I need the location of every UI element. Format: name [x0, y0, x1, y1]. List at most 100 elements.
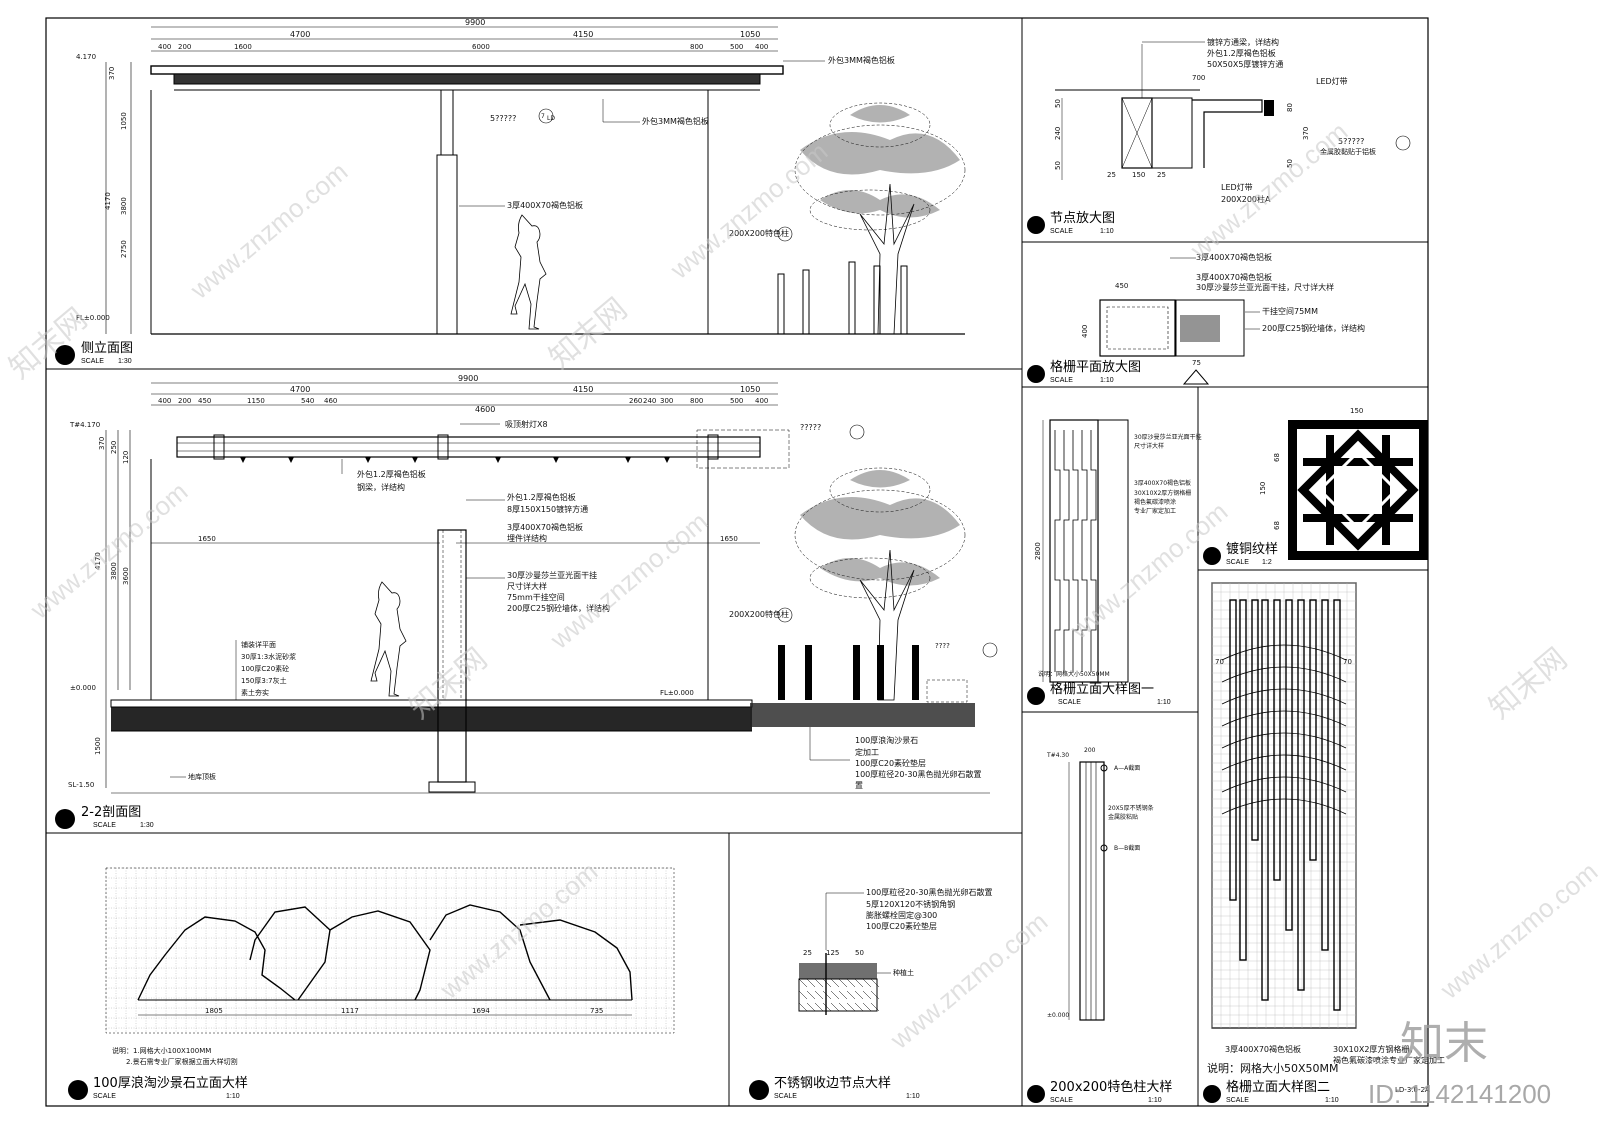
svg-text:1:10: 1:10	[906, 1093, 920, 1100]
svg-text:定加工: 定加工	[855, 747, 879, 757]
grille-elevation-2: 70 70 3厚400X70褐色铝板 30X10X2厚方钢格栅， 褐色氟碳漆喷涂…	[1203, 582, 1445, 1104]
svg-text:735: 735	[590, 1007, 603, 1015]
watermark-id: ID: 1142141200	[1368, 1079, 1551, 1109]
svg-text:200: 200	[178, 43, 191, 51]
title-column: 200x200特色柱大样	[1050, 1079, 1172, 1095]
svg-text:www.znzmo.com: www.znzmo.com	[434, 856, 603, 1005]
svg-text:1:10: 1:10	[1325, 1097, 1339, 1104]
node-detail: 50 240 50 80 370 50 700 25 150 25 镀锌方通梁，…	[1027, 37, 1411, 235]
svg-text:240: 240	[1054, 127, 1062, 140]
svg-text:800: 800	[690, 43, 703, 51]
svg-text:种植土: 种植土	[893, 968, 914, 977]
svg-text:1694: 1694	[472, 1007, 490, 1015]
svg-text:地库顶板: 地库顶板	[188, 772, 216, 781]
title-grille-elev-2: 格栅立面大样图二	[1226, 1079, 1330, 1095]
svg-text:1600: 1600	[234, 43, 252, 51]
svg-text:25: 25	[1107, 171, 1116, 179]
svg-text:说明：网格大小50X50MM: 说明：网格大小50X50MM	[1207, 1061, 1339, 1075]
svg-text:SCALE: SCALE	[1226, 1097, 1249, 1104]
svg-text:SCALE: SCALE	[81, 358, 104, 365]
svg-text:7: 7	[541, 113, 545, 120]
svg-text:30X10X2厚方钢格栅: 30X10X2厚方钢格栅	[1134, 489, 1191, 497]
svg-text:20X5厚不锈钢条: 20X5厚不锈钢条	[1108, 804, 1154, 812]
svg-text:50: 50	[1286, 159, 1294, 168]
svg-text:4600: 4600	[475, 405, 495, 414]
svg-text:3厚400X70褐色铝板: 3厚400X70褐色铝板	[507, 200, 583, 210]
title-side-elevation: 侧立面图	[81, 341, 133, 356]
svg-text:6000: 6000	[472, 43, 490, 51]
grille-elevation-1: 2800 30厚沙曼莎兰亚光面干挂 尺寸详大样 3厚400X70褐色铝板 30X…	[1027, 419, 1202, 706]
svg-text:240: 240	[643, 397, 656, 405]
svg-text:1:10: 1:10	[1148, 1097, 1162, 1104]
svg-text:说明：网格大小50X50MM: 说明：网格大小50X50MM	[1038, 670, 1110, 678]
svg-text:外包3MM褐色铝板: 外包3MM褐色铝板	[642, 116, 709, 126]
svg-text:200厚C25钢砼墙体，详结构: 200厚C25钢砼墙体，详结构	[507, 603, 610, 613]
watermark: www.znzmo.com www.znzmo.com www.znzmo.co…	[3, 116, 1600, 1109]
svg-text:3600: 3600	[122, 567, 130, 585]
svg-text:1:2: 1:2	[1262, 559, 1272, 566]
svg-text:说明：1.网格大小100X100MM: 说明：1.网格大小100X100MM	[112, 1046, 211, 1055]
svg-text:外包1.2厚褐色铝板: 外包1.2厚褐色铝板	[357, 469, 426, 479]
svg-text:30厚1:3水泥砂浆: 30厚1:3水泥砂浆	[241, 652, 296, 661]
svg-text:3厚400X70褐色铝板: 3厚400X70褐色铝板	[1196, 272, 1272, 282]
svg-text:250: 250	[110, 441, 118, 454]
svg-text:LD: LD	[547, 115, 555, 122]
svg-text:300: 300	[660, 397, 673, 405]
svg-text:1050: 1050	[120, 112, 128, 130]
svg-text:100厚C20素砼垫层: 100厚C20素砼垫层	[855, 758, 926, 768]
svg-text:500: 500	[730, 43, 743, 51]
svg-text:外包3MM褐色铝板: 外包3MM褐色铝板	[828, 55, 895, 65]
svg-text:1117: 1117	[341, 1007, 359, 1015]
svg-text:370: 370	[108, 67, 116, 80]
svg-text:50: 50	[855, 949, 864, 957]
title-section-2-2: 2-2剖面图	[81, 805, 141, 820]
svg-text:知末网: 知末网	[1483, 642, 1573, 725]
svg-text:www.znzmo.com: www.znzmo.com	[664, 136, 833, 285]
svg-text:5?????: 5?????	[490, 114, 516, 123]
svg-text:褐色氟碳漆喷涂专业厂家定加工: 褐色氟碳漆喷涂专业厂家定加工	[1333, 1055, 1445, 1065]
svg-text:150厚3:7灰土: 150厚3:7灰土	[241, 676, 287, 685]
svg-text:????: ????	[935, 642, 950, 650]
tree-symbol-section	[794, 467, 966, 701]
svg-text:1050: 1050	[740, 385, 760, 394]
svg-text:www.znzmo.com: www.znzmo.com	[1434, 856, 1600, 1005]
svg-text:400: 400	[755, 43, 768, 51]
svg-text:3厚400X70褐色铝板: 3厚400X70褐色铝板	[1134, 479, 1191, 487]
svg-text:800: 800	[690, 397, 703, 405]
svg-text:SL-1.50: SL-1.50	[68, 781, 94, 789]
title-node-detail: 节点放大图	[1050, 211, 1115, 226]
svg-text:4170: 4170	[104, 192, 112, 210]
svg-text:SCALE: SCALE	[93, 822, 116, 829]
rock-elevation: 1805 1117 1694 735 说明：1.网格大小100X100MM 2.…	[68, 867, 675, 1100]
svg-text:A—A截面: A—A截面	[1114, 764, 1140, 772]
svg-text:50X50X5厚镀锌方通: 50X50X5厚镀锌方通	[1207, 59, 1283, 69]
svg-text:200: 200	[1084, 747, 1096, 754]
svg-text:FL±0.000: FL±0.000	[660, 689, 694, 697]
svg-text:1650: 1650	[720, 535, 738, 543]
svg-text:尺寸详大样: 尺寸详大样	[1134, 442, 1164, 450]
svg-text:1:10: 1:10	[226, 1093, 240, 1100]
svg-text:25: 25	[1157, 171, 1166, 179]
svg-text:3厚400X70褐色铝板: 3厚400X70褐色铝板	[1196, 252, 1272, 262]
svg-text:LED灯带: LED灯带	[1316, 76, 1348, 86]
svg-text:1150: 1150	[247, 397, 265, 405]
svg-text:1805: 1805	[205, 1007, 223, 1015]
svg-text:1:30: 1:30	[118, 358, 132, 365]
grille-plan: 450 400 75 3厚400X70褐色铝板 3厚400X70褐色铝板 30厚…	[1027, 252, 1365, 385]
svg-text:540: 540	[301, 397, 314, 405]
tree-symbol	[794, 102, 966, 335]
svg-text:外包1.2厚褐色铝板: 外包1.2厚褐色铝板	[507, 492, 576, 502]
steel-edge-detail: 25 125 50 100厚粒径20-30黑色抛光卵石散置 5厚120X120不…	[749, 887, 993, 1100]
svg-text:400: 400	[158, 43, 171, 51]
svg-text:200: 200	[178, 397, 191, 405]
svg-text:9900: 9900	[465, 18, 485, 27]
svg-text:干挂空间75MM: 干挂空间75MM	[1262, 306, 1318, 316]
svg-text:1:30: 1:30	[140, 822, 154, 829]
svg-text:400: 400	[755, 397, 768, 405]
svg-text:450: 450	[198, 397, 211, 405]
svg-text:1:10: 1:10	[1100, 377, 1114, 384]
svg-text:4150: 4150	[573, 30, 593, 39]
column-detail: T#4.30 ±0.000 200 A—A截面 20X5厚不锈钢条 金属胶粘贴 …	[1027, 747, 1172, 1104]
svg-text:SCALE: SCALE	[1050, 1097, 1073, 1104]
svg-text:LD-3.0-2A: LD-3.0-2A	[1395, 1086, 1430, 1094]
